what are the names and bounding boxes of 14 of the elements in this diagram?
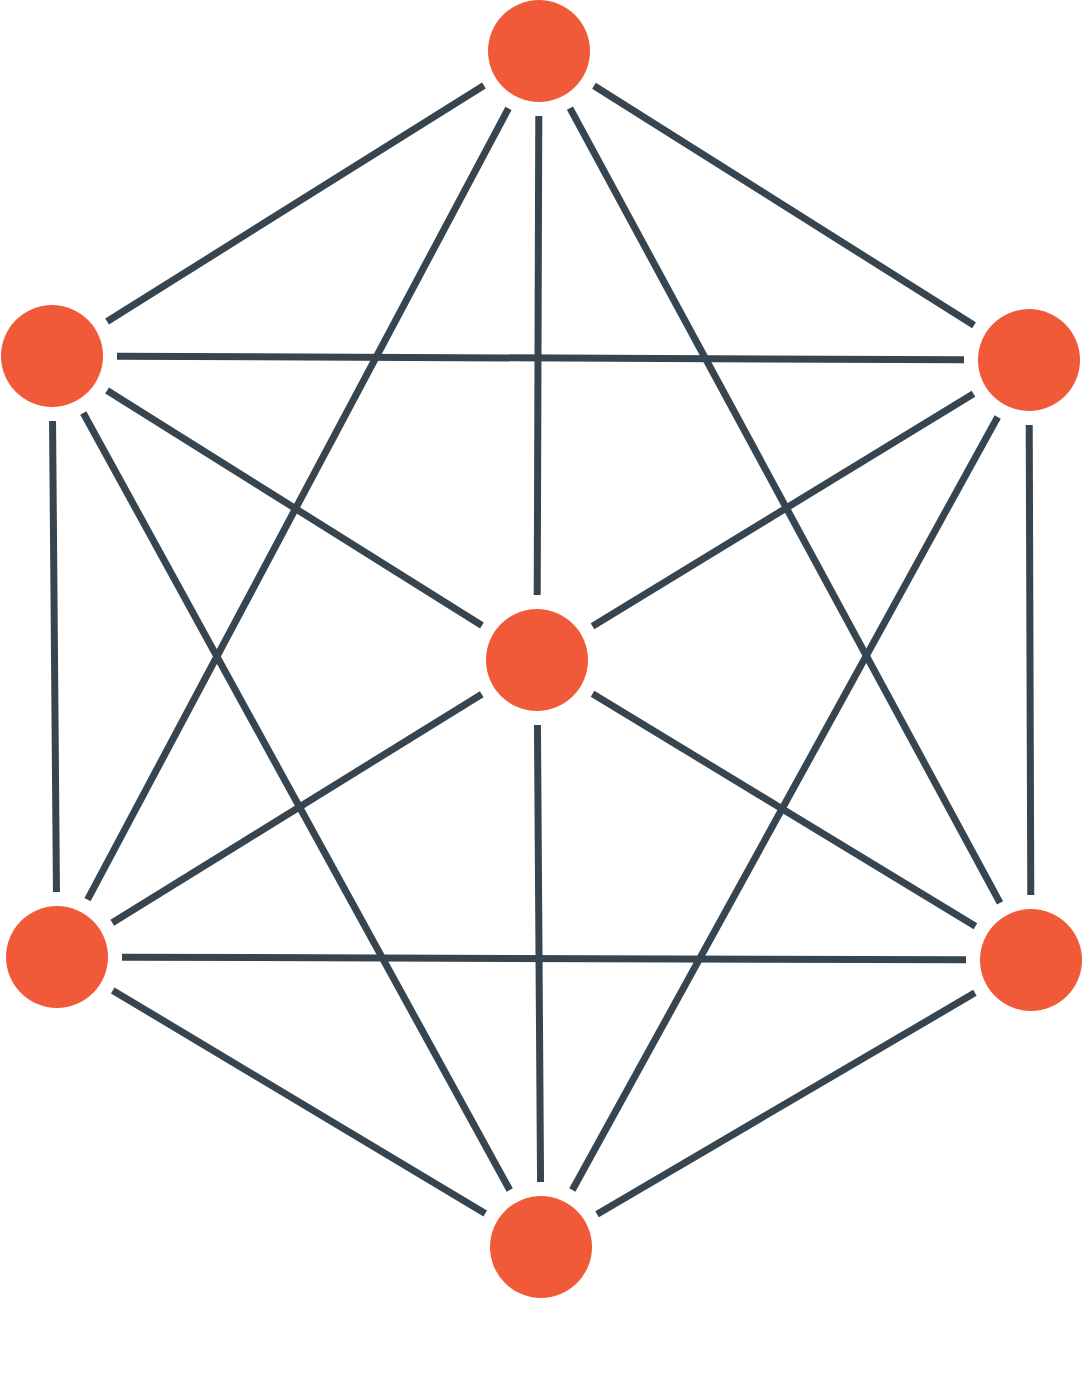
connector-line [80,411,513,1192]
connector-line [110,691,484,926]
connector-line [566,106,1004,905]
connector-line [110,987,488,1217]
connector-line [105,387,484,629]
connector-line [592,82,976,329]
connector-line [105,82,486,325]
connector-line [49,420,60,893]
connector-line [533,724,545,1183]
connector-line [569,415,1001,1192]
connector-line [590,390,976,630]
connector-line [84,106,512,902]
connector-line [595,989,977,1218]
connector-line [590,690,978,930]
